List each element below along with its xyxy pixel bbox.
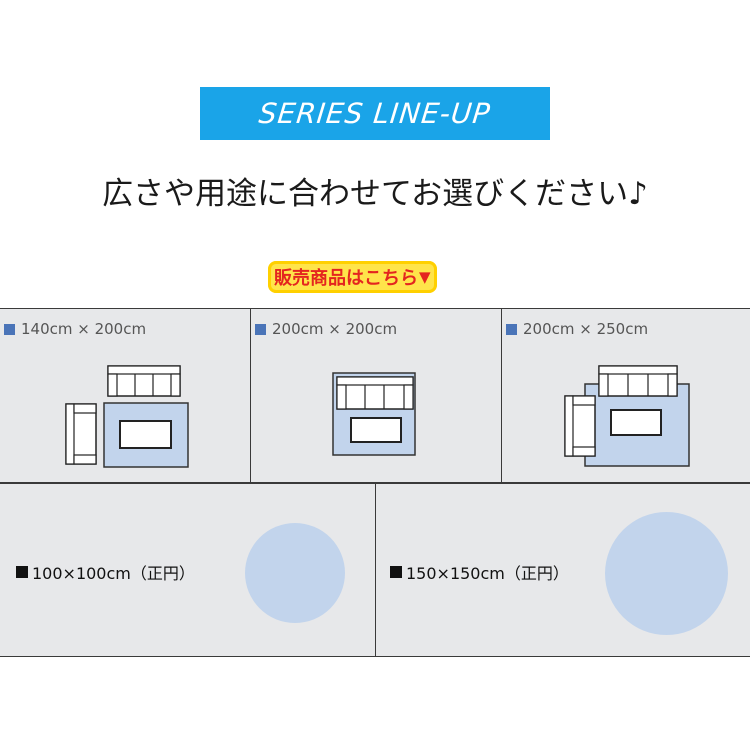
size-label: 140cm × 200cm xyxy=(21,320,147,338)
label-marker-icon xyxy=(4,323,15,335)
banner-title: SERIES LINE-UP xyxy=(257,97,493,130)
size-lineup-grid: 140cm × 200cm 200cm × 200cm 200cm × 250c xyxy=(0,308,750,657)
label-marker-icon xyxy=(390,566,402,578)
size-option-round-150: 150×150cm（正円） xyxy=(390,560,569,584)
size-label: 100×100cm（正円） xyxy=(32,564,195,583)
page-subtitle: 広さや用途に合わせてお選びください♪ xyxy=(102,176,648,212)
label-marker-icon xyxy=(16,566,28,578)
label-marker-icon xyxy=(255,323,266,335)
grid-border-top xyxy=(0,308,750,309)
layout-illustration-200x200 xyxy=(332,372,416,456)
size-option-140x200: 140cm × 200cm xyxy=(4,320,146,338)
size-option-round-100: 100×100cm（正円） xyxy=(16,560,195,584)
grid-divider-bottom xyxy=(375,483,376,657)
round-rug-150-illustration xyxy=(605,512,728,635)
grid-divider-col1 xyxy=(250,308,251,483)
size-label: 150×150cm（正円） xyxy=(406,564,569,583)
size-option-200x250: 200cm × 250cm xyxy=(506,320,648,338)
layout-illustration-140x200 xyxy=(65,365,189,468)
down-triangle-icon: ▼ xyxy=(419,268,431,286)
round-rug-100-illustration xyxy=(245,523,345,623)
size-option-200x200: 200cm × 200cm xyxy=(255,320,397,338)
size-label: 200cm × 250cm xyxy=(523,320,649,338)
grid-divider-col2 xyxy=(501,308,502,483)
size-label: 200cm × 200cm xyxy=(272,320,398,338)
label-marker-icon xyxy=(506,323,517,335)
series-lineup-banner: SERIES LINE-UP xyxy=(200,87,550,140)
layout-illustration-200x250 xyxy=(564,365,690,467)
sale-link-label: 販売商品はこちら xyxy=(274,268,418,289)
sale-products-link[interactable]: 販売商品はこちら ▼ xyxy=(268,261,437,293)
